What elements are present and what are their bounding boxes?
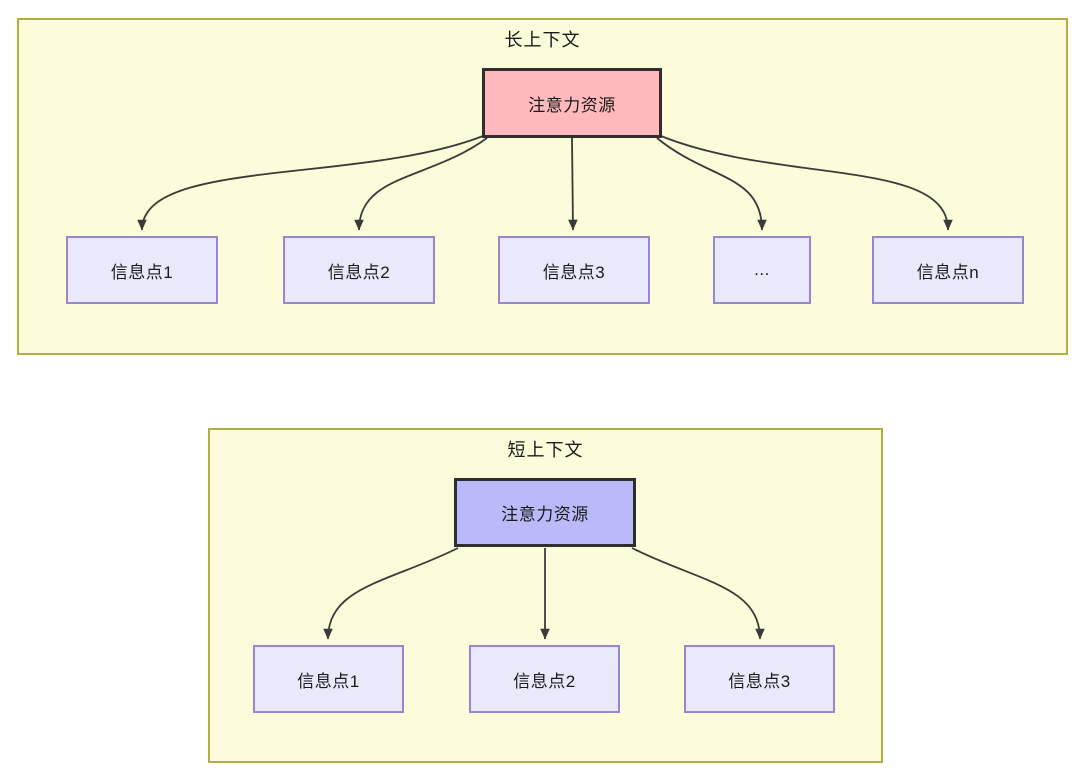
short-info-label-3: 信息点3: [728, 671, 791, 691]
long-info-node-3: 信息点3: [498, 236, 650, 304]
long-context-title: 长上下文: [504, 30, 581, 50]
short-context-title: 短上下文: [507, 440, 584, 460]
short-attention-node: 注意力资源: [454, 478, 636, 547]
short-info-node-1: 信息点1: [253, 645, 404, 713]
short-info-node-3: 信息点3: [684, 645, 835, 713]
short-info-label-2: 信息点2: [513, 671, 576, 691]
long-info-label-ellipsis: ...: [754, 260, 770, 279]
long-info-label-3: 信息点3: [542, 262, 606, 282]
long-attention-node: 注意力资源: [482, 68, 662, 138]
long-info-node-2: 信息点2: [283, 236, 435, 304]
long-info-label-1: 信息点1: [110, 262, 174, 282]
long-info-node-1: 信息点1: [66, 236, 218, 304]
short-info-label-1: 信息点1: [297, 671, 360, 691]
long-info-label-2: 信息点2: [327, 262, 391, 282]
long-info-node-ellipsis: ...: [713, 236, 811, 304]
short-info-node-2: 信息点2: [469, 645, 620, 713]
long-attention-label: 注意力资源: [528, 95, 616, 115]
long-info-node-n: 信息点n: [872, 236, 1024, 304]
long-info-label-n: 信息点n: [916, 262, 980, 282]
short-attention-label: 注意力资源: [501, 505, 589, 524]
